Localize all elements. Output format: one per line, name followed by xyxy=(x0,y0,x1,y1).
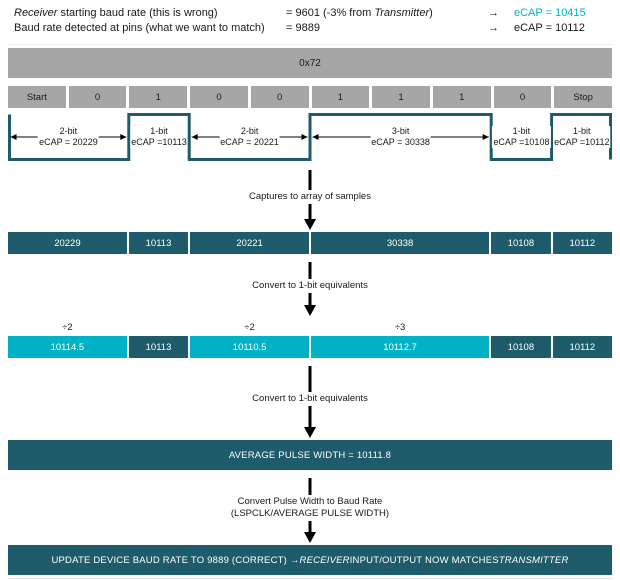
measure-arrowhead-icon xyxy=(120,134,127,140)
update-baud-rate-banner: UPDATE DEVICE BAUD RATE TO 9889 (CORRECT… xyxy=(8,545,612,575)
divide-annotation-row: ÷2 ÷2 ÷3 xyxy=(8,318,612,336)
measure-arrowhead-icon xyxy=(482,134,489,140)
byte-value-bar: 0x72 xyxy=(8,48,612,78)
text-segment: UPDATE DEVICE BAUD RATE TO 9889 (CORRECT… xyxy=(51,554,300,566)
baud-convert-label-line1: Convert Pulse Width to Baud Rate xyxy=(237,495,383,507)
bottom-divider xyxy=(8,578,612,579)
segment-ecap-value: eCAP =10112 xyxy=(554,137,610,147)
divide-label: ÷3 xyxy=(394,321,406,333)
text-segment: TRANSMITTER xyxy=(498,554,569,566)
text-segment: Receiver xyxy=(14,7,58,19)
divide-label: ÷2 xyxy=(62,321,73,333)
detected-baud-value: = 9889 xyxy=(286,21,488,36)
flow-arrow-baud-convert: Convert Pulse Width to Baud Rate (LSPCLK… xyxy=(8,470,612,545)
bit-cell: 1 xyxy=(372,86,430,108)
bit-cell: Stop xyxy=(554,86,613,108)
measure-arrowhead-icon xyxy=(191,134,198,140)
text-segment: Transmitter xyxy=(374,7,430,19)
receiver-ecap-value: eCAP = 10415 xyxy=(514,7,586,19)
receiver-baud-desc: Receiver starting baud rate (this is wro… xyxy=(14,6,286,21)
arrow-head-icon xyxy=(304,532,316,543)
text-segment: = 9889 xyxy=(286,22,320,34)
text-segment: INPUT/OUTPUT NOW MATCHES xyxy=(349,554,499,566)
flow-arrow-captures: Captures to array of samples xyxy=(8,162,612,232)
convert-label-2: Convert to 1-bit equivalents xyxy=(247,392,373,406)
segment-ecap-value: eCAP =10108 xyxy=(493,137,550,147)
right-arrow-glyph: → xyxy=(488,22,499,34)
text-segment: RECEIVER xyxy=(299,554,350,566)
bit-cell: 1 xyxy=(432,86,491,108)
receiver-baud-value: = 9601 (-3% from Transmitter) xyxy=(286,6,488,21)
bit-cell: 0 xyxy=(68,86,127,108)
segment-bit-count: 2-bit xyxy=(240,126,259,136)
converted-cell: 10110.5 xyxy=(190,336,309,358)
waveform-trace xyxy=(8,113,612,161)
bit-cell: 1 xyxy=(129,86,188,108)
flow-arrow-convert-1: Convert to 1-bit equivalents xyxy=(8,254,612,318)
sample-cell: 10108 xyxy=(491,232,551,254)
converted-cell: 10108 xyxy=(491,336,551,358)
sample-cell: 10112 xyxy=(552,232,613,254)
sample-cell: 20229 xyxy=(8,232,127,254)
arrow-head-icon xyxy=(304,427,316,438)
baud-convert-label-line2: (LSPCLK/AVERAGE PULSE WIDTH) xyxy=(230,507,390,519)
measure-arrowhead-icon xyxy=(312,134,319,140)
segment-bit-count: 2-bit xyxy=(59,126,78,136)
bit-cell: 0 xyxy=(493,86,552,108)
detected-baud-desc: Baud rate detected at pins (what we want… xyxy=(14,21,286,36)
header-block: Receiver starting baud rate (this is wro… xyxy=(8,6,612,40)
converted-cell: 10114.5 xyxy=(8,336,127,358)
bit-cell: 1 xyxy=(311,86,370,108)
bit-cell: 0 xyxy=(190,86,248,108)
measure-arrowhead-icon xyxy=(301,134,308,140)
convert-label-1: Convert to 1-bit equivalents xyxy=(247,279,373,293)
measure-arrowhead-icon xyxy=(10,134,17,140)
converted-cell: 10112 xyxy=(552,336,613,358)
segment-ecap-value: eCAP = 20229 xyxy=(39,137,98,147)
bit-cell: Start xyxy=(8,86,66,108)
flow-arrow-convert-2: Convert to 1-bit equivalents xyxy=(8,358,612,440)
average-pulse-width-bar: AVERAGE PULSE WIDTH = 10111.8 xyxy=(8,440,612,470)
segment-ecap-value: eCAP = 20221 xyxy=(220,137,279,147)
header-divider xyxy=(8,44,612,45)
header-row-detected: Baud rate detected at pins (what we want… xyxy=(8,21,612,36)
captures-label: Captures to array of samples xyxy=(244,190,376,204)
segment-bit-count: 1-bit xyxy=(512,126,531,136)
bit-cell: 0 xyxy=(250,86,309,108)
converted-cell: 10112.7 xyxy=(311,336,490,358)
text-segment: ) xyxy=(429,7,433,19)
segment-bit-count: 1-bit xyxy=(573,126,591,136)
detected-ecap-value: eCAP = 10112 xyxy=(514,22,585,34)
segment-ecap-value: eCAP = 30338 xyxy=(371,137,430,147)
baud-convert-label: Convert Pulse Width to Baud Rate (LSPCLK… xyxy=(225,494,395,521)
header-row-receiver: Receiver starting baud rate (this is wro… xyxy=(8,6,612,21)
sample-cell: 30338 xyxy=(311,232,490,254)
sample-cell: 10113 xyxy=(128,232,189,254)
sample-cell: 20221 xyxy=(190,232,309,254)
text-segment: = 9601 (-3% from xyxy=(286,7,375,19)
segment-ecap-value: eCAP =10113 xyxy=(131,137,187,147)
segment-bit-count: 3-bit xyxy=(391,126,410,136)
segment-bit-count: 1-bit xyxy=(150,126,168,136)
text-segment: Baud rate detected at pins (what we want… xyxy=(14,22,265,34)
arrow-head-icon xyxy=(304,219,316,230)
text-segment: starting baud rate (this is wrong) xyxy=(57,7,218,19)
arrow-head-icon xyxy=(304,305,316,316)
converted-cell: 10113 xyxy=(128,336,189,358)
right-arrow-glyph: → xyxy=(488,7,499,19)
divide-label: ÷2 xyxy=(244,321,255,333)
